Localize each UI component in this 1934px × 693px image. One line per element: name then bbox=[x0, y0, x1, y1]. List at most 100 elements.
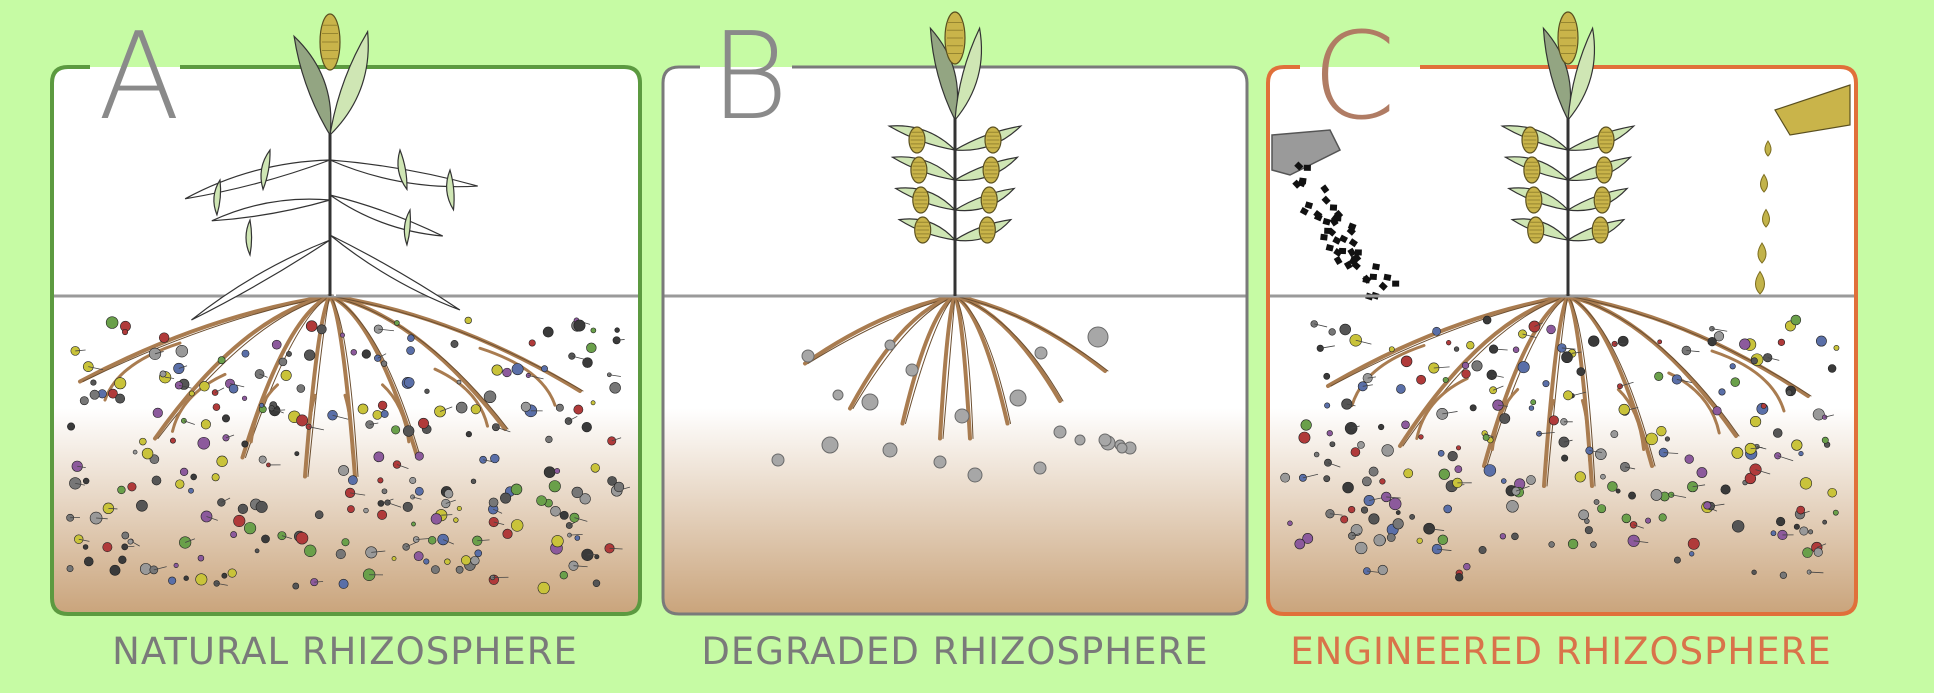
microbe bbox=[260, 403, 264, 407]
microbe bbox=[174, 563, 178, 567]
microbe bbox=[1327, 430, 1333, 436]
microbe bbox=[1771, 531, 1776, 536]
microbe bbox=[90, 390, 99, 399]
microbe bbox=[955, 409, 969, 423]
microbe bbox=[424, 559, 429, 564]
microbe bbox=[159, 333, 169, 343]
microbe bbox=[1688, 538, 1699, 549]
microbe bbox=[1341, 516, 1348, 523]
caption-natural: NATURAL RHIZOSPHERE bbox=[50, 630, 640, 673]
microbe bbox=[1402, 421, 1410, 429]
microbe bbox=[188, 488, 193, 493]
microbe bbox=[198, 437, 210, 449]
microbe bbox=[1355, 542, 1367, 554]
microbe bbox=[278, 532, 286, 540]
microbe bbox=[1417, 538, 1423, 544]
microbe bbox=[1616, 489, 1620, 493]
microbe bbox=[1483, 434, 1489, 440]
microbe bbox=[1651, 489, 1662, 500]
caption-engineered: ENGINEERED RHIZOSPHERE bbox=[1266, 630, 1856, 673]
panel-letter-b: B bbox=[710, 18, 787, 138]
microbe bbox=[492, 365, 502, 375]
microbe bbox=[1792, 440, 1803, 451]
microbe bbox=[229, 384, 238, 393]
microbe bbox=[1410, 514, 1415, 519]
microbe bbox=[490, 454, 499, 463]
microbe bbox=[1295, 539, 1305, 549]
microbe bbox=[1484, 464, 1496, 476]
microbe bbox=[1351, 448, 1360, 457]
microbe bbox=[404, 378, 414, 388]
microbe bbox=[968, 468, 982, 482]
microbe bbox=[83, 478, 89, 484]
microbe bbox=[218, 357, 225, 364]
microbe bbox=[1823, 520, 1827, 524]
microbe bbox=[170, 438, 175, 443]
microbe bbox=[374, 452, 384, 462]
microbe bbox=[415, 487, 423, 495]
microbe bbox=[1730, 364, 1736, 370]
panel-letter-a: A bbox=[98, 18, 178, 138]
microbe bbox=[475, 550, 482, 557]
microbe bbox=[1526, 475, 1535, 484]
microbe bbox=[381, 361, 387, 367]
microbe bbox=[1433, 327, 1441, 335]
microbe bbox=[222, 573, 227, 578]
microbe bbox=[1646, 433, 1658, 445]
microbe bbox=[1443, 377, 1448, 382]
microbe bbox=[1389, 347, 1394, 352]
microbe bbox=[373, 410, 382, 419]
granule bbox=[1334, 215, 1341, 221]
microbe bbox=[543, 327, 553, 337]
microbe bbox=[572, 487, 583, 498]
microbe bbox=[403, 426, 414, 437]
microbe bbox=[586, 343, 596, 353]
microbe bbox=[772, 454, 784, 466]
microbe bbox=[1751, 358, 1757, 364]
microbe bbox=[67, 423, 74, 430]
microbe bbox=[160, 371, 166, 377]
microbe bbox=[133, 450, 137, 454]
microbe bbox=[394, 320, 399, 325]
microbe bbox=[1462, 370, 1471, 379]
microbe bbox=[256, 501, 267, 512]
microbe bbox=[484, 391, 496, 403]
microbe bbox=[591, 464, 600, 473]
microbe bbox=[1075, 435, 1085, 445]
microbe bbox=[435, 406, 446, 417]
microbe bbox=[512, 364, 523, 375]
microbe bbox=[1511, 533, 1518, 540]
microbe bbox=[1456, 446, 1460, 450]
microbe bbox=[339, 579, 348, 588]
microbe bbox=[1444, 505, 1452, 513]
microbe bbox=[471, 479, 476, 484]
microbe bbox=[537, 496, 547, 506]
microbe bbox=[1378, 565, 1388, 575]
microbe bbox=[118, 486, 126, 494]
microbe bbox=[1786, 390, 1792, 396]
microbe bbox=[1010, 390, 1026, 406]
microbe bbox=[411, 522, 415, 526]
microbe bbox=[1685, 455, 1694, 464]
granule bbox=[1370, 274, 1377, 280]
microbe bbox=[1828, 365, 1836, 373]
microbe bbox=[1463, 563, 1470, 570]
microbe bbox=[222, 415, 229, 422]
microbe bbox=[560, 511, 568, 519]
microbe bbox=[348, 476, 357, 485]
microbe bbox=[128, 483, 136, 491]
microbe bbox=[1439, 469, 1450, 480]
granule bbox=[1330, 204, 1337, 210]
microbe bbox=[1622, 514, 1631, 523]
microbe bbox=[1455, 573, 1463, 581]
microbe bbox=[1579, 510, 1589, 520]
microbe bbox=[934, 456, 946, 468]
microbe bbox=[1585, 526, 1593, 534]
microbe bbox=[615, 328, 620, 333]
microbe bbox=[1808, 530, 1812, 534]
microbe bbox=[593, 580, 600, 587]
microbe bbox=[833, 390, 843, 400]
microbe bbox=[1361, 507, 1368, 514]
microbe bbox=[1500, 533, 1506, 539]
